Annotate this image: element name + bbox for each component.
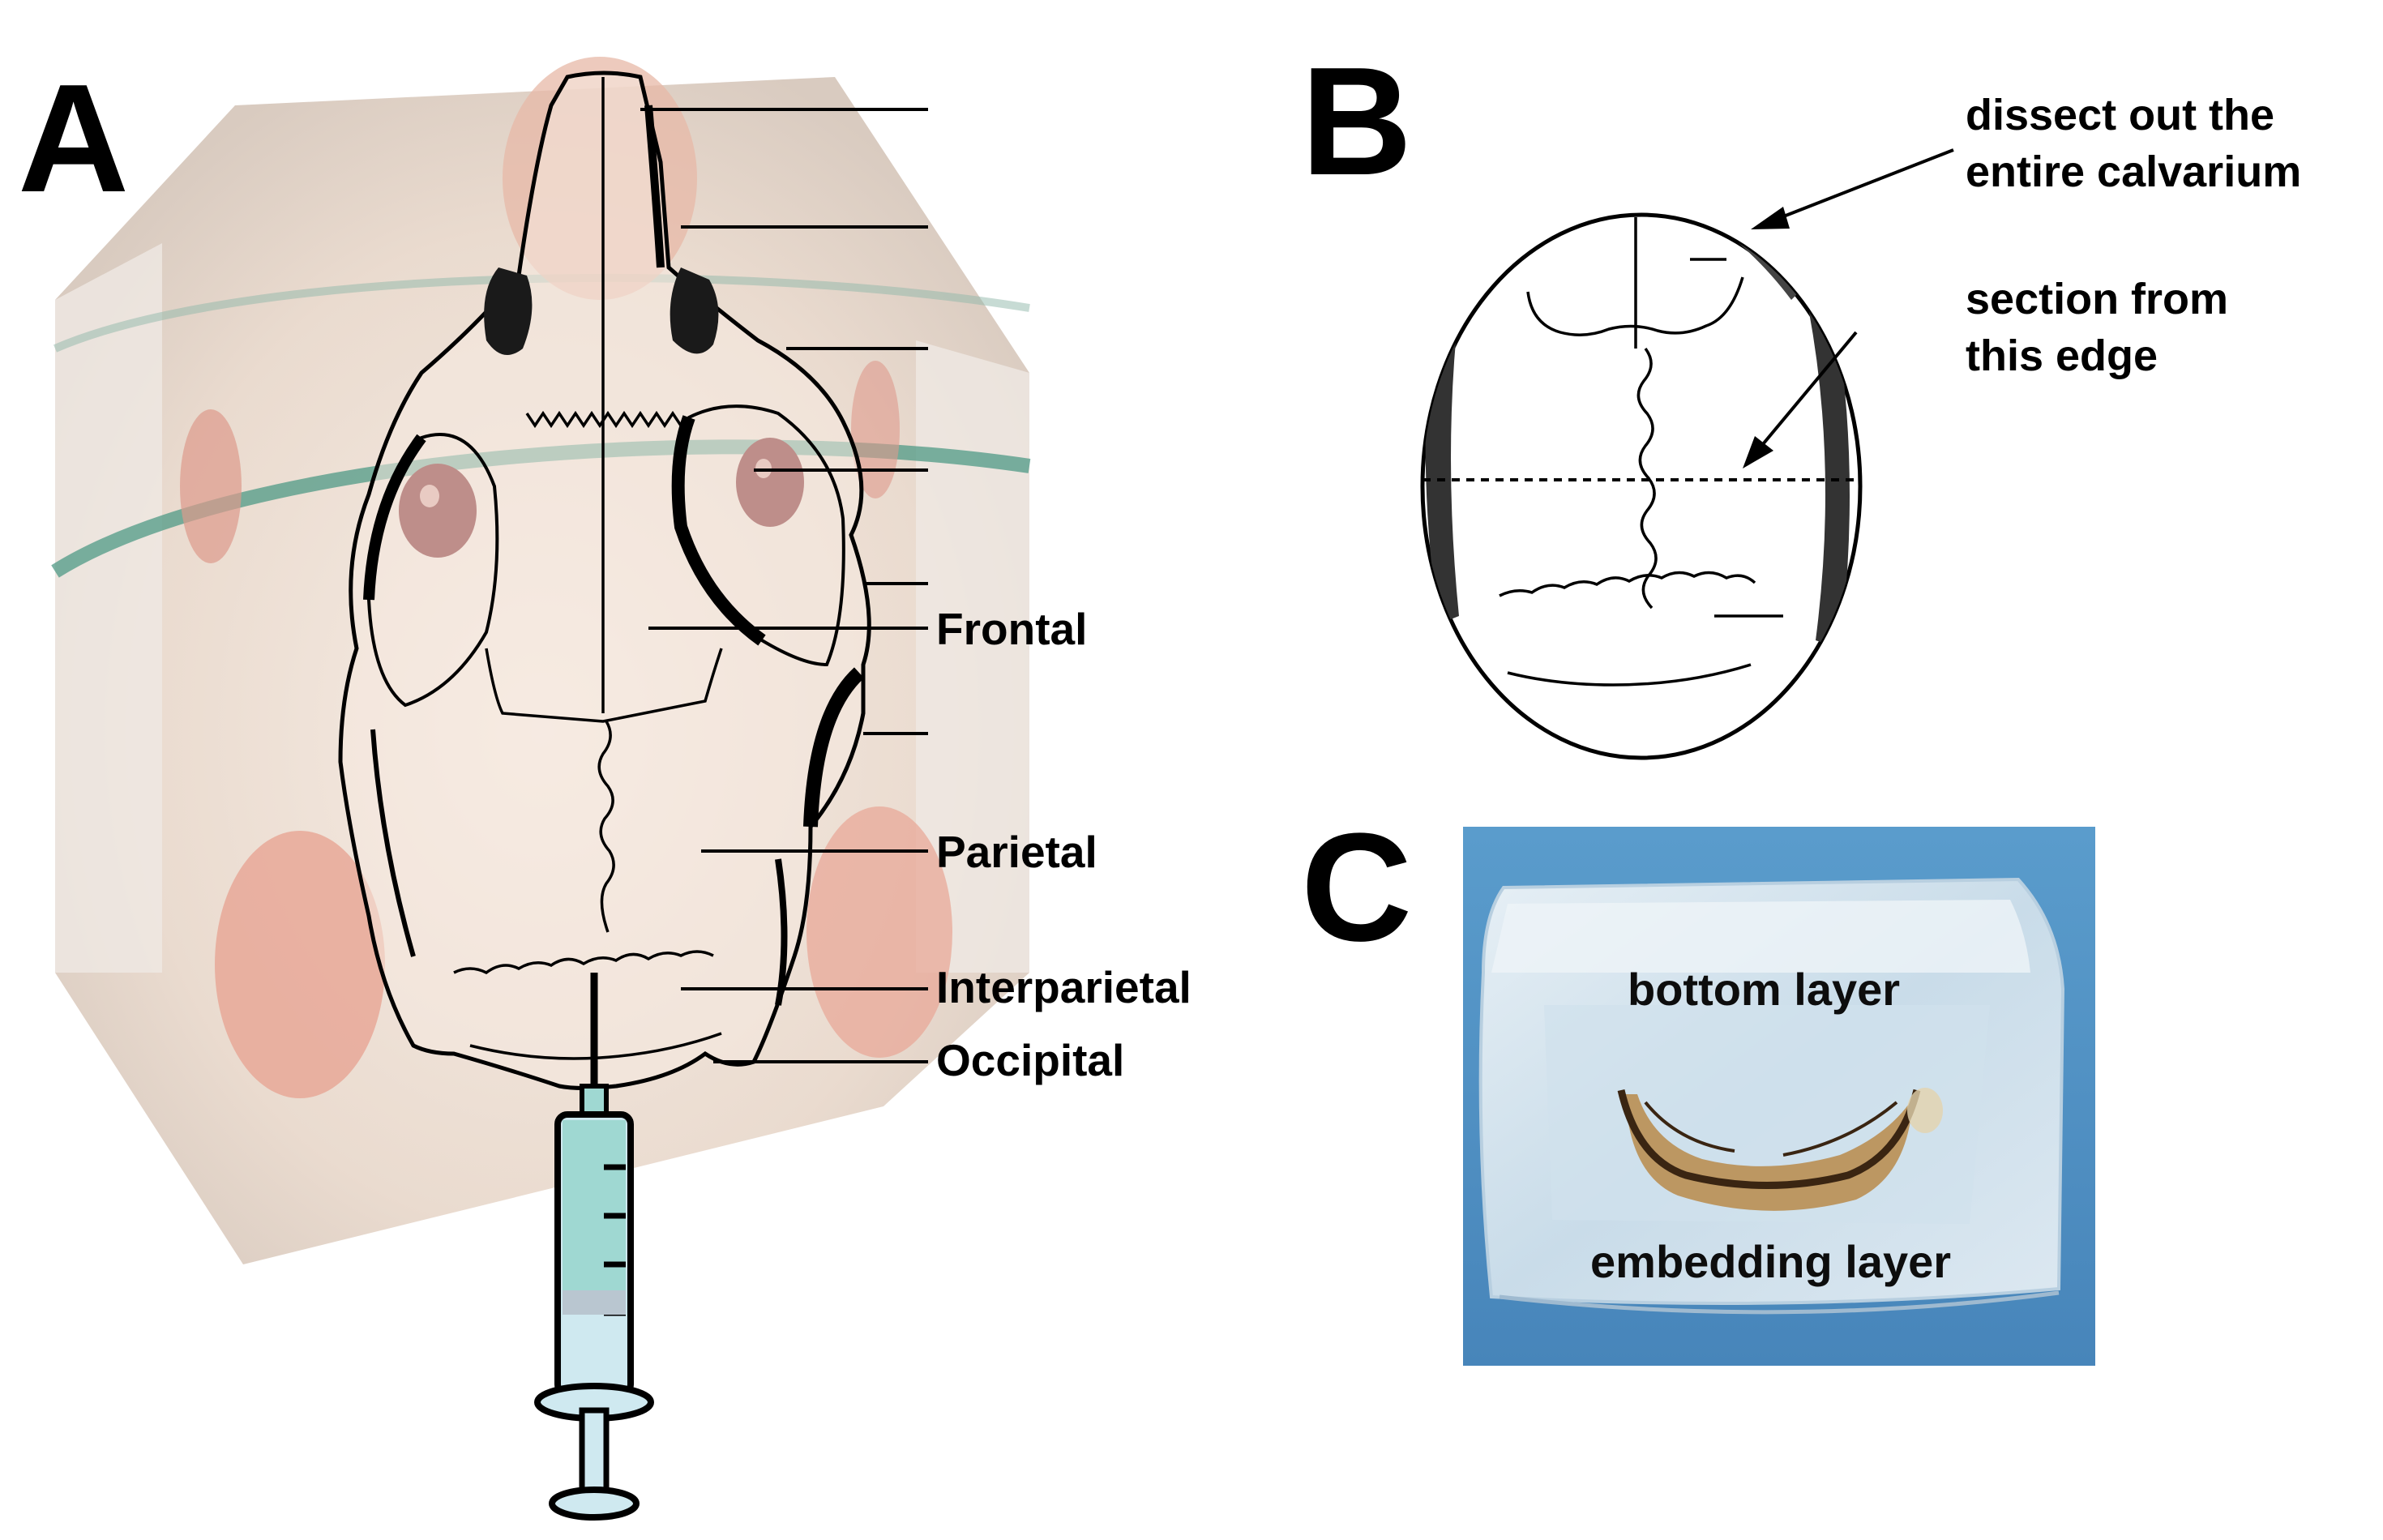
annotation-dissect-line1: dissect out the (1966, 91, 2274, 139)
calvarium-drawing (1420, 212, 1863, 760)
syringe-icon (534, 973, 654, 1521)
panel-a: A (18, 53, 1192, 1521)
bone-section (1617, 1088, 1943, 1211)
panel-b-annotations: dissect out the entire calvarium section… (1966, 91, 2301, 380)
panel-c-letter: C (1301, 802, 1412, 973)
panel-b: B (1301, 36, 2301, 760)
annotation-dissect-line2: entire calvarium (1966, 148, 2301, 196)
label-interparietal: Interparietal (936, 962, 1192, 1012)
label-parietal: Parietal (936, 827, 1097, 877)
panel-b-letter: B (1301, 36, 1412, 207)
rat-ear-left (215, 831, 385, 1098)
annotation-section-line1: section from (1966, 275, 2228, 323)
label-occipital: Occipital (936, 1035, 1124, 1085)
label-embedding-layer: embedding layer (1590, 1236, 1951, 1287)
skull-drawing (338, 71, 871, 1090)
panel-a-letter: A (18, 53, 129, 225)
panel-c: C bottom layer embedding layer (1301, 802, 2095, 1366)
label-bottom-layer: bottom layer (1628, 964, 1900, 1015)
panel-a-labels: Frontal Parietal Interparietal Occipital (936, 604, 1192, 1085)
panel-b-arrows (1743, 148, 1954, 468)
label-frontal: Frontal (936, 604, 1087, 654)
panel-c-labels: bottom layer embedding layer (1590, 964, 1951, 1287)
embedding-block-photo (1463, 827, 2095, 1366)
rat-ear-right (806, 806, 952, 1058)
annotation-section-line2: this edge (1966, 332, 2158, 380)
panel-a-leaders (640, 108, 928, 1063)
